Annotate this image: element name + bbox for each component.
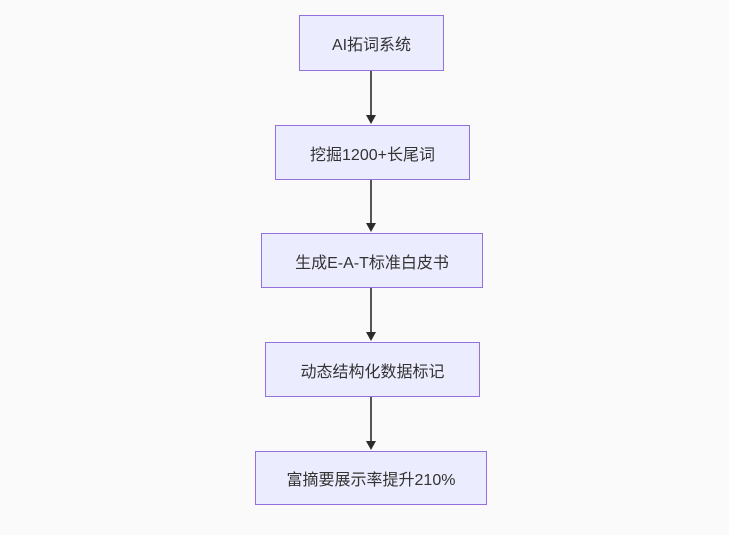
- arrowhead-down-icon: [366, 115, 376, 124]
- flow-edge-n3-n4: [365, 288, 377, 342]
- flow-node-mine-longtail-keywords: 挖掘1200+长尾词: [275, 125, 470, 180]
- flow-node-dynamic-structured-data-markup: 动态结构化数据标记: [265, 342, 480, 397]
- edge-line: [370, 288, 372, 333]
- edge-line: [370, 180, 372, 224]
- flow-node-label: 挖掘1200+长尾词: [310, 146, 435, 164]
- flow-node-generate-eat-whitepaper: 生成E-A-T标准白皮书: [261, 233, 483, 288]
- edge-line: [370, 397, 372, 442]
- flow-edge-n4-n5: [365, 397, 377, 451]
- flow-node-rich-snippet-rate-increase: 富摘要展示率提升210%: [255, 451, 487, 505]
- flow-edge-n2-n3: [365, 180, 377, 233]
- flow-node-label: 富摘要展示率提升210%: [286, 472, 456, 489]
- flow-node-label: 动态结构化数据标记: [300, 363, 445, 381]
- flow-node-label: 生成E-A-T标准白皮书: [295, 254, 449, 272]
- flow-node-ai-word-expansion-system: AI拓词系统: [299, 15, 444, 71]
- flow-node-label: AI拓词系统: [331, 37, 412, 54]
- flow-edge-n1-n2: [365, 71, 377, 125]
- arrowhead-down-icon: [366, 332, 376, 341]
- arrowhead-down-icon: [366, 441, 376, 450]
- arrowhead-down-icon: [366, 223, 376, 232]
- edge-line: [370, 71, 372, 116]
